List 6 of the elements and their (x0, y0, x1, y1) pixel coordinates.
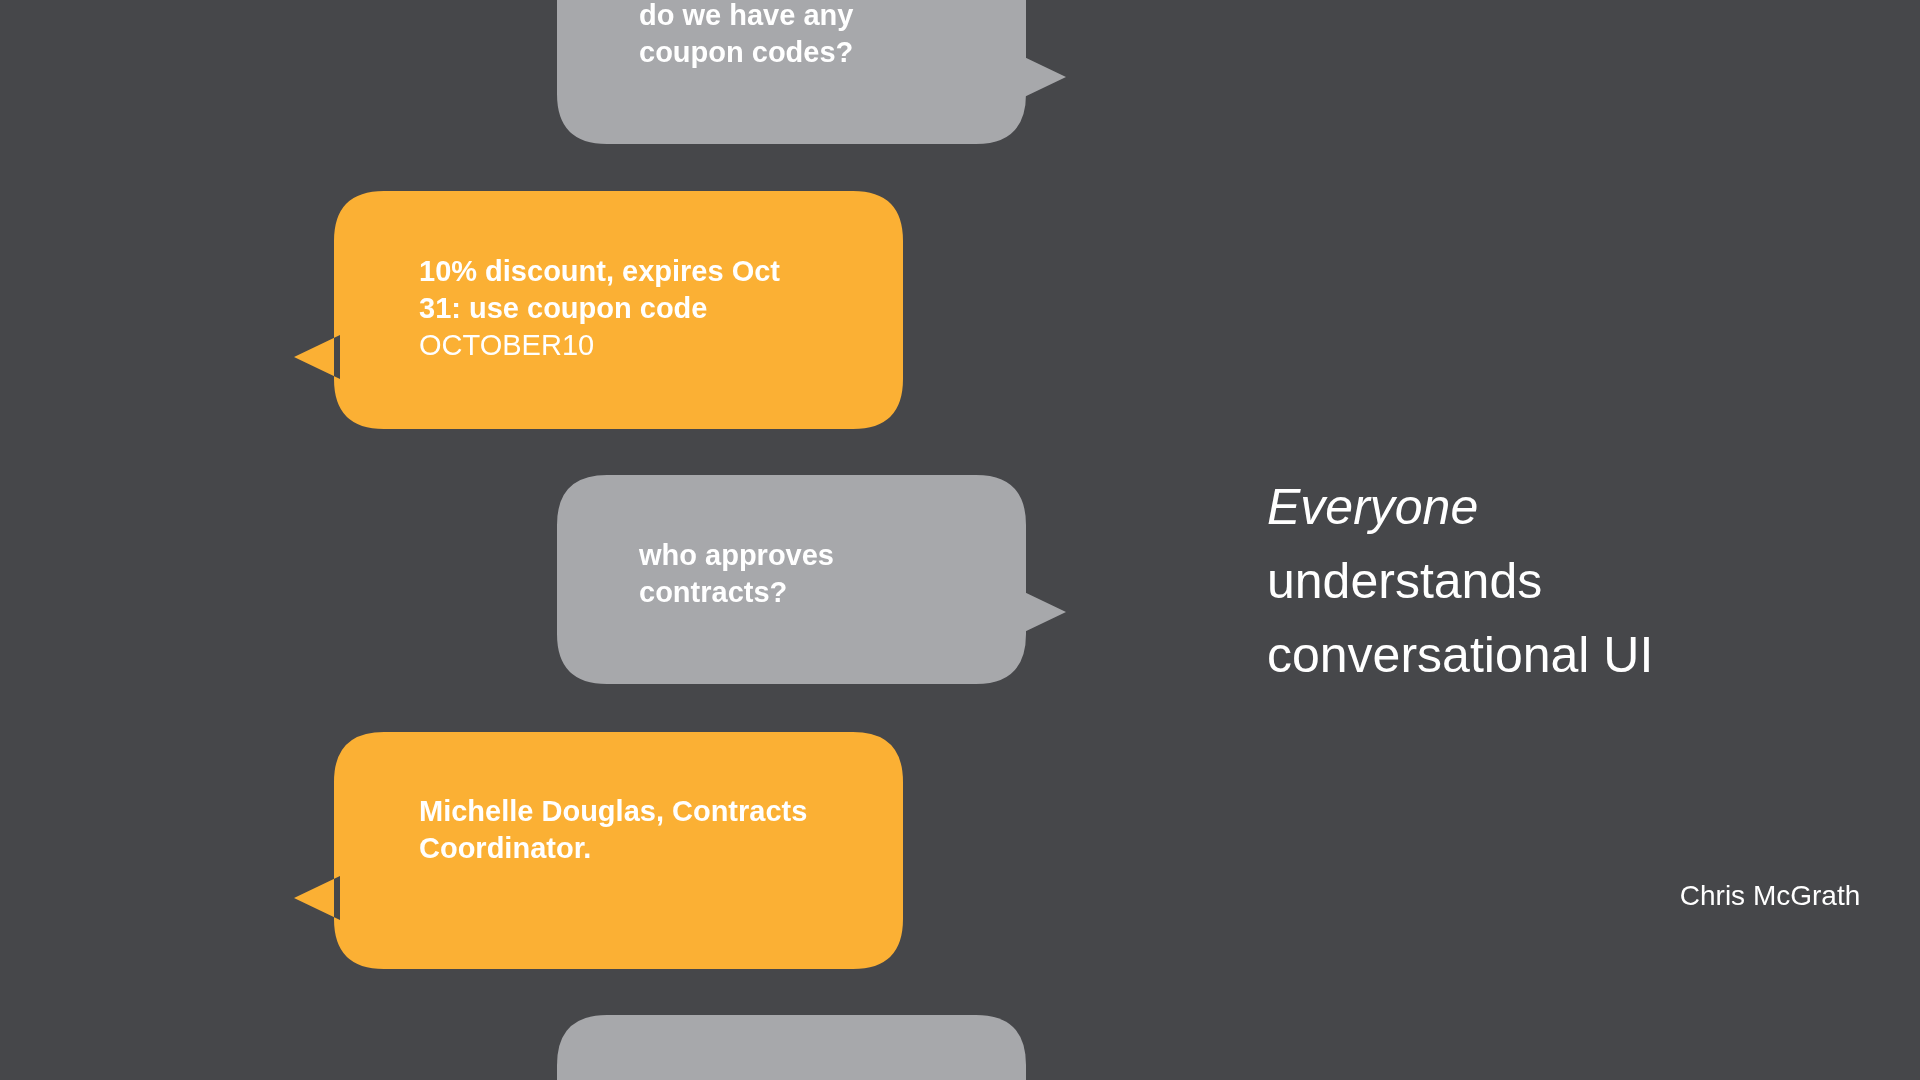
message-text: 10% discount, expires Oct 31: use coupon code OCTOBER10 (419, 254, 781, 363)
message-text: Michelle Douglas, Contracts Coordinator. (419, 794, 809, 866)
slide-heading: Everyone understands conversational UI (1267, 478, 1655, 685)
message-text: do we have any coupon codes? (639, 0, 855, 70)
message-text: who approves contracts? (639, 538, 835, 610)
author-name: Chris McGrath (1678, 880, 1862, 912)
